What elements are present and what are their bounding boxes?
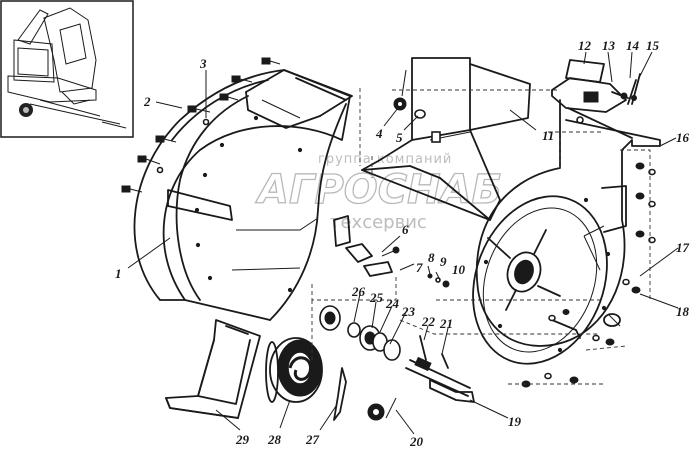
blade xyxy=(333,367,347,421)
callout-16: 16 xyxy=(676,130,690,145)
inset-overview xyxy=(0,0,134,138)
bolt xyxy=(137,155,161,165)
callout-1: 1 xyxy=(115,266,122,281)
pulley xyxy=(265,337,323,403)
callout-9: 9 xyxy=(440,254,447,269)
right-fan-housing xyxy=(472,99,661,365)
bolt xyxy=(231,75,253,83)
bolt xyxy=(155,135,177,143)
sprocket xyxy=(367,397,397,421)
inset-machine-illustration xyxy=(7,7,127,129)
top-bracket xyxy=(551,59,641,124)
callout-4: 4 xyxy=(375,126,383,141)
shaft xyxy=(405,356,475,403)
callout-2: 2 xyxy=(143,94,151,109)
bolt-and-washer-4-5 xyxy=(393,69,426,119)
bolt xyxy=(121,185,143,193)
callout-11: 11 xyxy=(542,128,554,143)
bolt-set-left xyxy=(121,57,281,193)
callout-20: 20 xyxy=(409,434,424,449)
callout-23: 23 xyxy=(401,304,416,319)
callout-3: 3 xyxy=(199,56,207,71)
bolt xyxy=(261,57,281,65)
watermark-line2: техсервис xyxy=(330,212,427,233)
callout-26: 26 xyxy=(351,284,366,299)
callout-8: 8 xyxy=(428,250,435,265)
callout-15: 15 xyxy=(646,38,660,53)
discharge-chute xyxy=(165,319,261,419)
callout-5: 5 xyxy=(396,130,403,145)
callout-12: 12 xyxy=(578,38,592,53)
callout-28: 28 xyxy=(267,432,282,447)
callout-17: 17 xyxy=(676,240,690,255)
callout-10: 10 xyxy=(452,262,466,277)
keys-21-22 xyxy=(419,335,449,369)
retaining-ring xyxy=(603,313,621,327)
callout-19: 19 xyxy=(508,414,522,429)
callout-14: 14 xyxy=(626,38,640,53)
watermark-logo: АГРОСНАБ xyxy=(255,167,502,213)
watermark-line1: группа компаний xyxy=(318,152,452,167)
callout-6: 6 xyxy=(402,222,409,237)
callout-18: 18 xyxy=(676,304,690,319)
leader-lines xyxy=(127,51,679,435)
hopper-deflector xyxy=(361,57,531,221)
callout-29: 29 xyxy=(235,432,250,447)
bolt xyxy=(187,105,211,113)
callout-25: 25 xyxy=(369,290,384,305)
watermark: группа компаний АГРОСНАБ техсервис xyxy=(254,152,502,233)
callout-24: 24 xyxy=(385,296,400,311)
callout-labels: 1 2 3 4 5 6 7 8 9 10 11 12 13 14 15 16 1… xyxy=(115,38,690,449)
assembly-guides xyxy=(311,88,651,385)
callout-21: 21 xyxy=(439,316,453,331)
left-fan-casing xyxy=(133,69,353,321)
callout-27: 27 xyxy=(305,432,320,447)
callout-22: 22 xyxy=(421,314,436,329)
callout-13: 13 xyxy=(602,38,616,53)
bolt xyxy=(219,93,239,101)
callout-7: 7 xyxy=(416,260,423,275)
